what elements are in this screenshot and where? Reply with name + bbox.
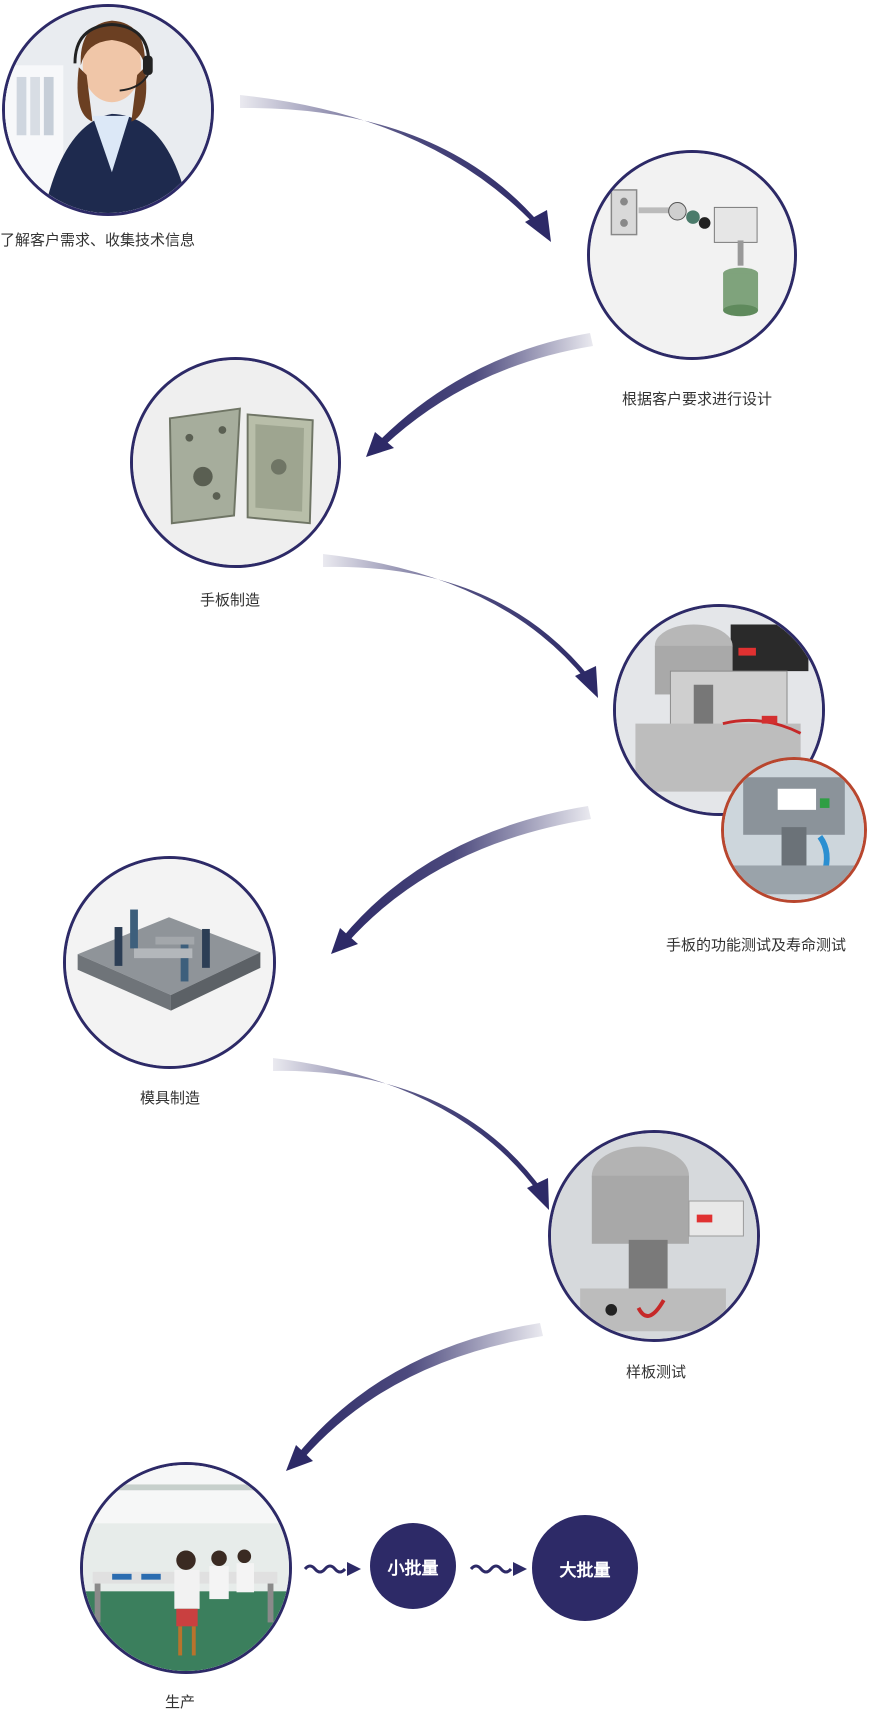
wave-arrow-icon (469, 1562, 527, 1576)
arrow-4 (331, 806, 591, 954)
step-label: 生产 (165, 1693, 196, 1711)
arrow-2 (366, 333, 593, 457)
arrow-6 (286, 1323, 543, 1471)
step-image-prototype (130, 357, 341, 568)
step-label: 模具制造 (140, 1089, 201, 1107)
step-image-design (587, 150, 797, 360)
step-label: 手板的功能测试及寿命测试 (666, 936, 847, 954)
step-label: 样板测试 (626, 1363, 687, 1381)
step-image-customer-service (2, 4, 214, 216)
step-image-mold (63, 856, 276, 1069)
step-label: 根据客户要求进行设计 (622, 390, 773, 408)
large-batch-badge: 大批量 (532, 1515, 638, 1621)
step-image-cnc-inset (721, 757, 867, 903)
arrow-5 (273, 1058, 549, 1210)
step-label: 了解客户需求、收集技术信息 (0, 231, 196, 249)
wave-arrow-icon (303, 1562, 361, 1576)
arrow-3 (323, 554, 598, 698)
step-image-sample-test (548, 1130, 760, 1342)
arrow-1 (240, 95, 551, 242)
small-batch-badge: 小批量 (370, 1523, 456, 1609)
step-label: 手板制造 (200, 591, 261, 609)
step-image-production (80, 1462, 292, 1674)
